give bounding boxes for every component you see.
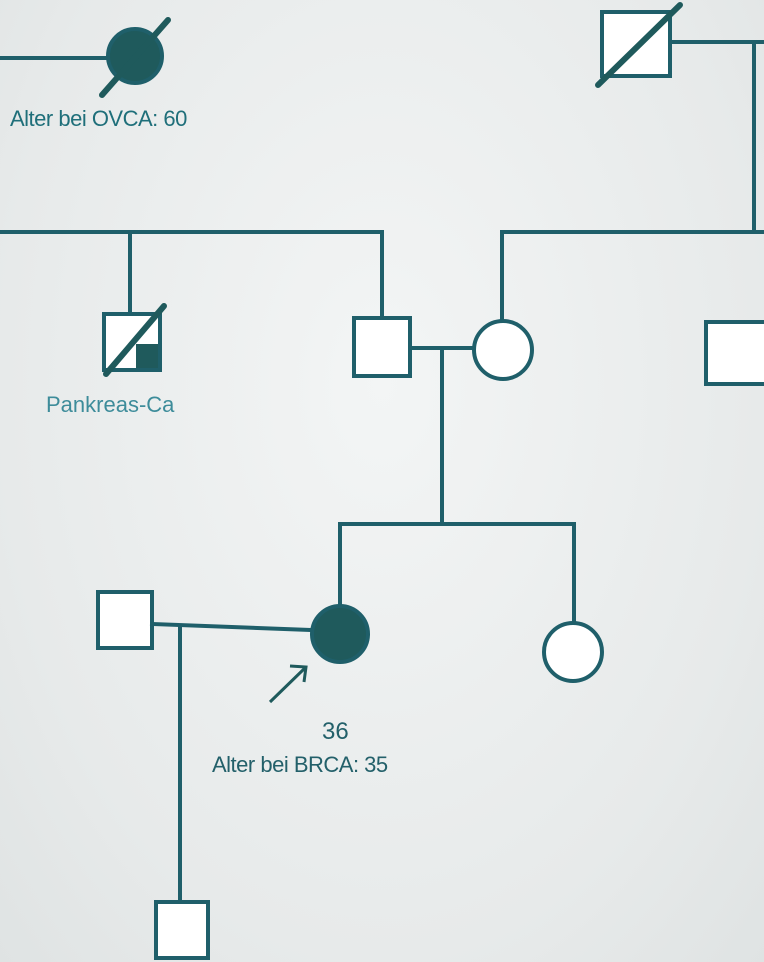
proband-age-label: 36 <box>322 718 349 745</box>
sister-female <box>542 621 604 683</box>
maternal-uncle-male <box>704 320 764 386</box>
uncle-cancer-marker <box>136 344 158 368</box>
father-male <box>352 316 412 378</box>
proband-arrow-head <box>289 664 308 683</box>
son-male <box>154 900 210 960</box>
maternal-grandfather-deceased-slash <box>595 2 683 88</box>
proband-affected-female <box>310 604 370 664</box>
proband-brca-label: Alter bei BRCA: 35 <box>212 752 388 777</box>
grandmother-deceased-slash <box>99 17 171 98</box>
mother-female <box>472 319 534 381</box>
uncle-cancer-label: Pankreas-Ca <box>46 392 175 417</box>
proband-arrow <box>268 666 307 704</box>
grandmother-ovca-label: Alter bei OVCA: 60 <box>10 106 187 131</box>
proband-partner-line <box>149 621 315 633</box>
proband-partner-male <box>96 590 154 650</box>
uncle-deceased-slash <box>103 303 167 377</box>
